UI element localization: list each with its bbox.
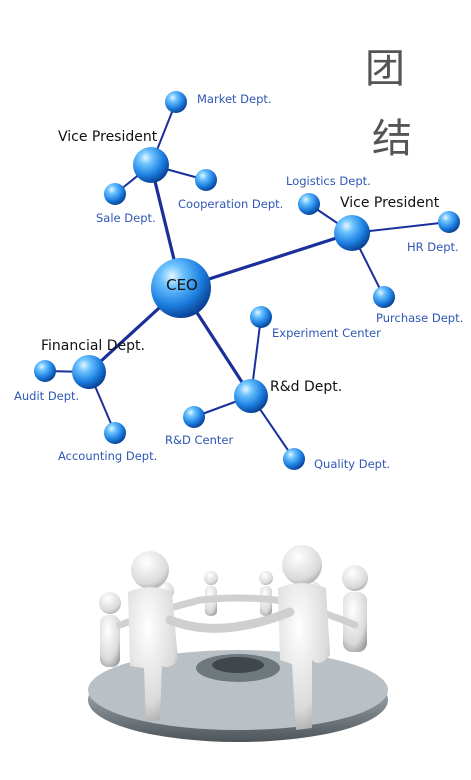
logistics-label: Logistics Dept. (286, 174, 371, 188)
node-cooperation (195, 169, 217, 191)
market-label: Market Dept. (197, 92, 272, 106)
calligraphy-char-1: 团 (365, 46, 405, 92)
node-rd (234, 379, 268, 413)
node-accounting (104, 422, 126, 444)
node-ceo (151, 258, 211, 318)
gear-hole (212, 657, 264, 673)
node-market (165, 91, 187, 113)
node-hr (438, 211, 460, 233)
node-experiment (250, 306, 272, 328)
sale-label: Sale Dept. (96, 211, 156, 225)
node-sale (104, 183, 126, 205)
vp-right-label: Vice President (340, 195, 440, 211)
teamwork-illustration (88, 545, 388, 742)
node-purchase (373, 286, 395, 308)
cooperation-label: Cooperation Dept. (178, 197, 284, 211)
vp-left-label: Vice President (58, 129, 158, 145)
experiment-label: Experiment Center (272, 326, 381, 340)
accounting-label: Accounting Dept. (58, 449, 158, 463)
node-quality (283, 448, 305, 470)
financial-label: Financial Dept. (41, 338, 145, 354)
node-logistics (298, 193, 320, 215)
nodes (34, 91, 460, 470)
calligraphy-char-2: 结 (372, 116, 412, 162)
node-vp-left (133, 147, 169, 183)
node-rd-center (183, 406, 205, 428)
quality-label: Quality Dept. (314, 457, 391, 471)
rd-center-label: R&D Center (165, 433, 234, 447)
node-vp-right (334, 215, 370, 251)
hr-label: HR Dept. (407, 240, 459, 254)
front-figures (128, 545, 330, 730)
gear-top (88, 650, 388, 730)
node-financial (72, 355, 106, 389)
node-audit (34, 360, 56, 382)
purchase-label: Purchase Dept. (376, 311, 464, 325)
ceo-label: CEO (166, 276, 198, 294)
audit-label: Audit Dept. (14, 389, 80, 403)
rd-label: R&d Dept. (270, 379, 343, 395)
